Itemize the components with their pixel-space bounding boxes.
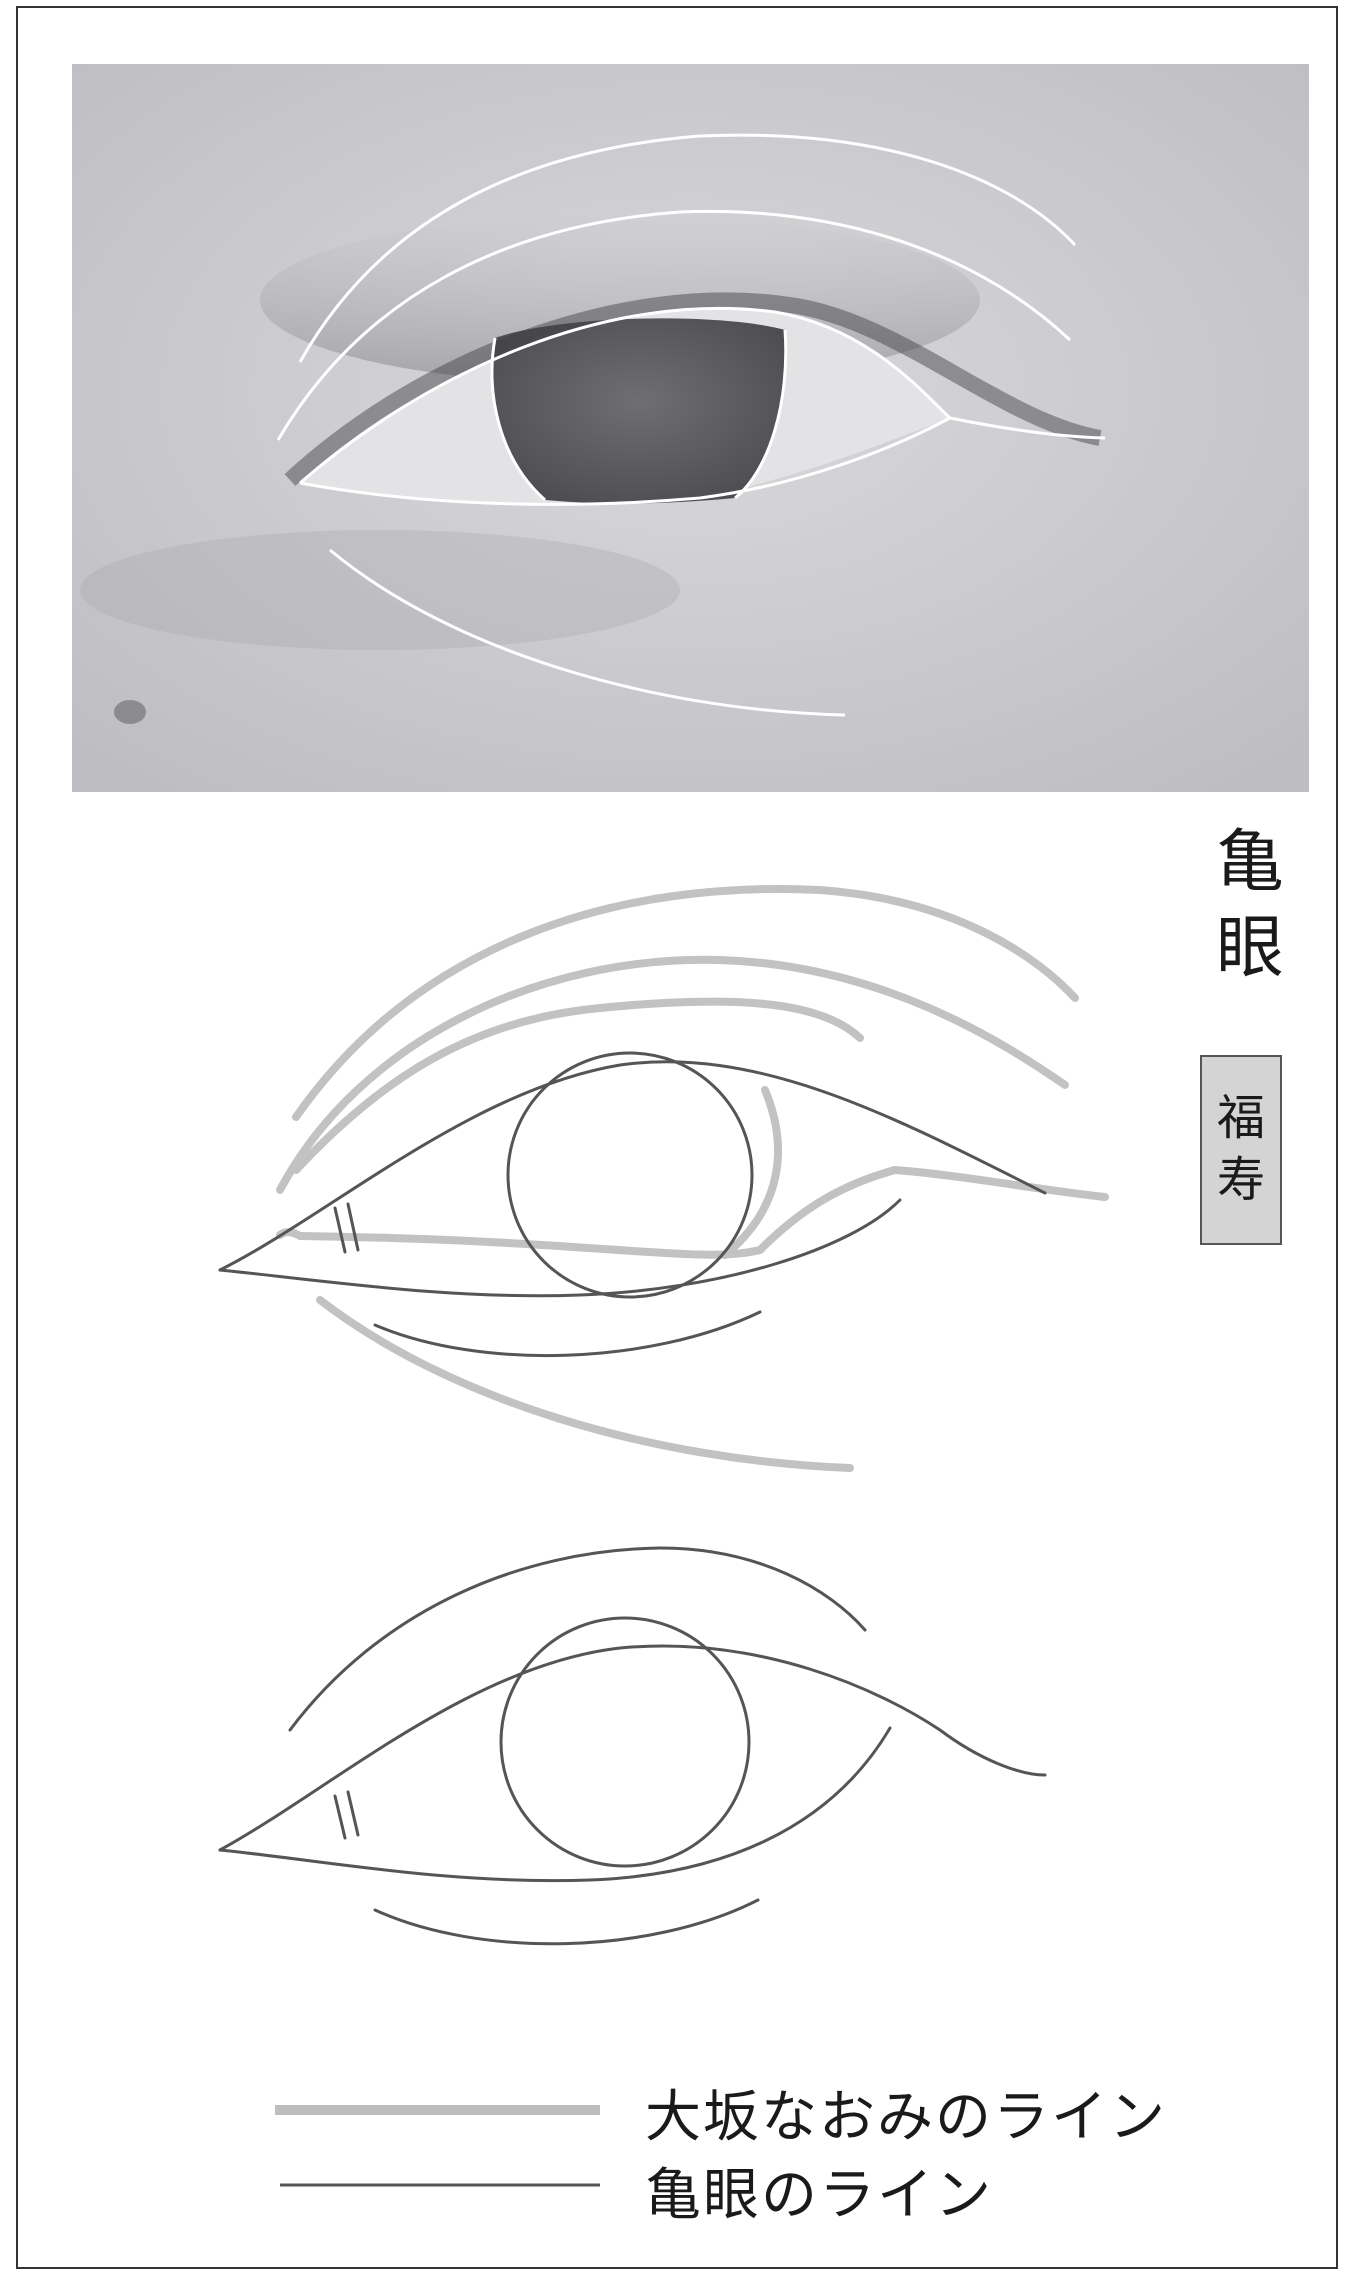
page-title-text-char: 眼 <box>1215 909 1284 988</box>
legend-label-kame: 亀眼のライン <box>645 2163 993 2228</box>
page-title-text-char: 亀 <box>1215 823 1284 902</box>
legend-label-osaka: 大坂なおみのライン <box>645 2085 1167 2150</box>
eye-photo <box>72 64 1309 792</box>
tag-label-text-char: 寿 <box>1216 1152 1265 1208</box>
comparison-drawing <box>218 884 1109 1472</box>
page-title: 亀眼 <box>1210 820 1290 992</box>
tag-label-box: 福寿 <box>1200 1055 1282 1245</box>
page-title-text: 亀眼 <box>1210 820 1290 992</box>
kame-eye-drawing <box>218 1546 1047 1946</box>
tag-label-text-char: 福 <box>1216 1090 1265 1146</box>
kame-eye-lines <box>218 1051 1047 1357</box>
tag-label-text: 福寿 <box>1202 1087 1280 1211</box>
osaka-naomi-lines <box>276 884 1109 1472</box>
